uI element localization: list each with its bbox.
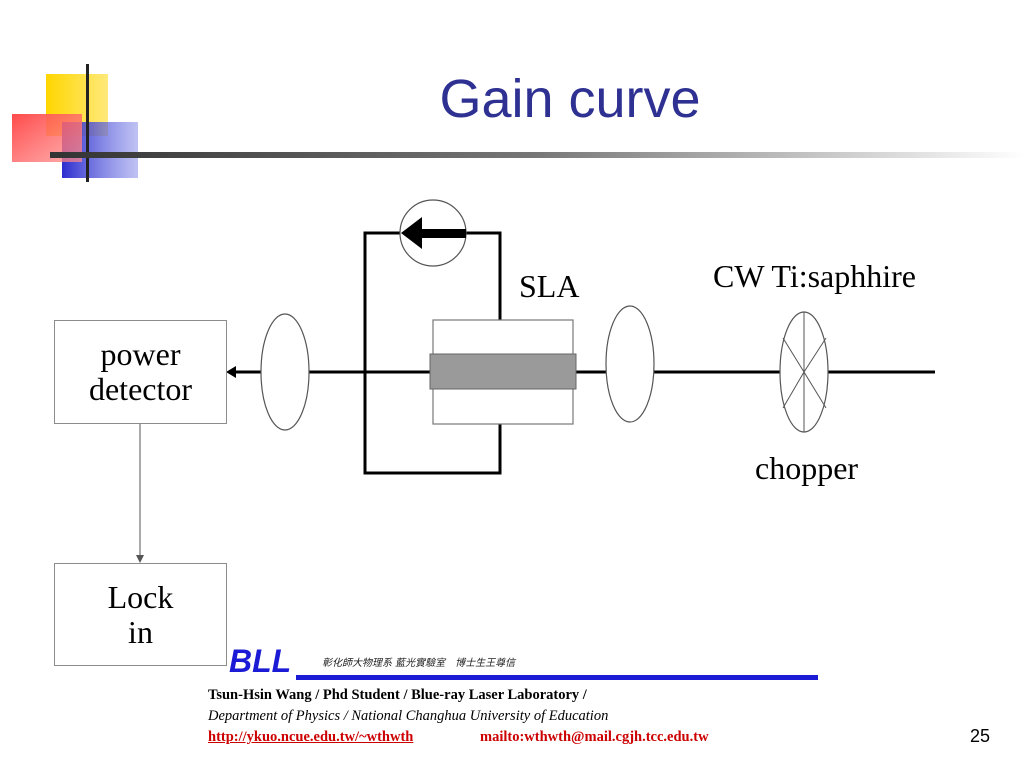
lockin-label-line2: in <box>128 613 153 650</box>
laser-label: CW Ti:saphhire <box>713 258 916 294</box>
footer-author-line: Tsun-Hsin Wang / Phd Student / Blue-ray … <box>208 687 587 703</box>
power-detector-box: power detector <box>54 320 227 424</box>
title-underline <box>50 152 1024 158</box>
sla-label: SLA <box>519 268 580 304</box>
beam-arrowhead <box>226 366 236 378</box>
corner-decoration <box>12 64 1024 182</box>
footer-url-link[interactable]: http://ykuo.ncue.edu.tw/~wthwth <box>208 729 414 745</box>
bll-logo: BLL <box>229 643 292 679</box>
slide-title: Gain curve <box>439 69 701 129</box>
isolator-arrowhead <box>401 217 422 249</box>
power-detector-label-line1: power <box>100 336 181 373</box>
isolator-arrow-shaft <box>418 229 466 238</box>
lab-chinese-name: 彰化師大物理系 藍光實驗室 博士生王尊信 <box>322 658 516 669</box>
chopper-icon <box>779 311 829 433</box>
footer-department-line: Department of Physics / National Changhu… <box>208 708 609 724</box>
power-detector-label-line2: detector <box>88 371 193 407</box>
chopper-label: chopper <box>755 450 859 486</box>
logo-underline <box>296 675 818 680</box>
vertical-bar <box>86 64 89 182</box>
detector-to-lockin-arrowhead <box>136 555 144 563</box>
lens-left <box>260 313 310 431</box>
lockin-box: Lock in <box>54 563 227 666</box>
footer-mail-link[interactable]: mailto:wthwth@mail.cgjh.tcc.edu.tw <box>480 729 709 745</box>
lockin-label-line1: Lock <box>107 578 174 615</box>
sla-waveguide <box>429 353 577 390</box>
page-number: 25 <box>970 726 991 746</box>
lens-right <box>605 305 655 423</box>
